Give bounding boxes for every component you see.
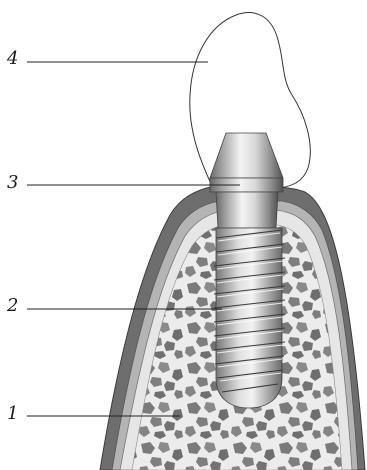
abutment-neck	[216, 192, 278, 228]
callout-label-implant: 2	[7, 297, 18, 315]
callout-label-crown: 4	[7, 50, 18, 68]
callout-label-abutment: 3	[7, 174, 18, 192]
callout-label-bone: 1	[7, 405, 18, 423]
